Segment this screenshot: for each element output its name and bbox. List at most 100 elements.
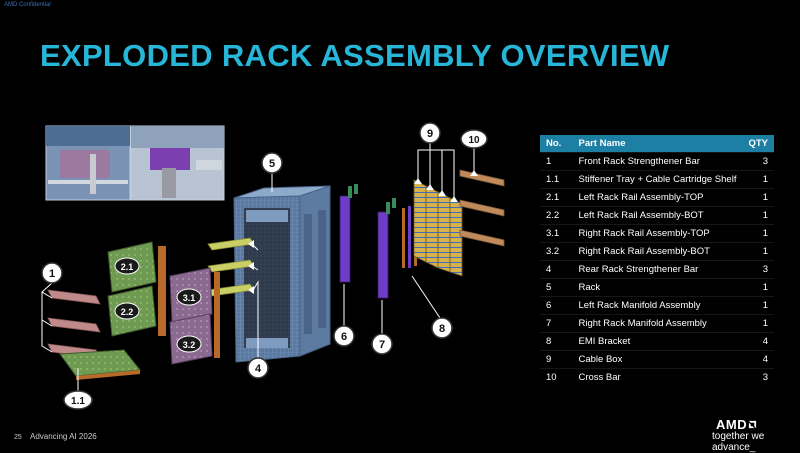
- callout-6: 6: [333, 325, 355, 347]
- svg-text:4: 4: [255, 363, 262, 375]
- amd-arrow-icon: [749, 420, 757, 429]
- callout-2-1: 2.1: [114, 257, 140, 275]
- row-part-name: Cross Bar: [572, 368, 743, 386]
- callout-1: 1: [41, 262, 63, 284]
- callout-8: 8: [431, 317, 453, 339]
- row-part-name: Right Rack Manifold Assembly: [572, 314, 743, 333]
- row-part-name: Rear Rack Strengthener Bar: [572, 260, 743, 279]
- leader-lines: [41, 142, 475, 392]
- row-part-name: Left Rack Rail Assembly-BOT: [572, 206, 743, 225]
- callout-2-2: 2.2: [114, 302, 140, 320]
- cable-boxes: [413, 179, 463, 277]
- tagline: together we advance_: [712, 431, 765, 453]
- amd-logo: AMD: [716, 417, 757, 432]
- callout-3-1: 3.1: [176, 288, 202, 306]
- row-qty: 1: [742, 296, 774, 315]
- row-qty: 3: [742, 368, 774, 386]
- row-no: 10: [540, 368, 573, 386]
- row-part-name: Rack: [572, 278, 743, 297]
- row-no: 8: [540, 332, 573, 351]
- row-qty: 1: [742, 206, 774, 225]
- row-qty: 1: [742, 278, 774, 297]
- row-part-name: Cable Box: [572, 350, 743, 369]
- row-no: 7: [540, 314, 573, 333]
- svg-text:2.2: 2.2: [121, 307, 134, 317]
- front-strengthener-bars: [47, 289, 101, 359]
- stiffener-tray: [59, 349, 141, 380]
- row-qty: 1: [742, 224, 774, 243]
- callout-10: 10: [460, 129, 488, 149]
- svg-text:1: 1: [49, 268, 55, 280]
- inset-detail-images: [45, 125, 225, 201]
- row-part-name: Front Rack Strengthener Bar: [572, 152, 743, 171]
- svg-text:8: 8: [439, 323, 445, 335]
- svg-text:9: 9: [427, 128, 433, 140]
- row-no: 5: [540, 278, 573, 297]
- svg-text:3.2: 3.2: [183, 340, 196, 350]
- callout-9: 9: [419, 122, 441, 144]
- row-no: 6: [540, 296, 573, 315]
- manifolds: [339, 184, 396, 299]
- svg-text:6: 6: [341, 331, 347, 343]
- row-part-name: Right Rack Rail Assembly-BOT: [572, 242, 743, 261]
- row-no: 9: [540, 350, 573, 369]
- row-no: 4: [540, 260, 573, 279]
- svg-text:2.1: 2.1: [121, 262, 134, 272]
- row-part-name: Right Rack Rail Assembly-TOP: [572, 224, 743, 243]
- callout-3-2: 3.2: [176, 335, 202, 353]
- row-part-name: Left Rack Rail Assembly-TOP: [572, 188, 743, 207]
- cross-bars: [459, 169, 505, 247]
- row-qty: 4: [742, 350, 774, 369]
- row-no: 1: [540, 152, 573, 171]
- event-name: Advancing AI 2026: [30, 432, 97, 441]
- row-part-name: Stiffener Tray + Cable Cartridge Shelf: [572, 170, 743, 189]
- row-qty: 3: [742, 260, 774, 279]
- svg-text:7: 7: [379, 339, 385, 351]
- exploded-rack-diagram: 1 1.1 2.1 2.2 3.1 3.2 4 5: [41, 122, 505, 410]
- row-qty: 1: [742, 242, 774, 261]
- column-header-no: No.: [540, 135, 573, 153]
- svg-text:10: 10: [468, 135, 480, 146]
- column-header-qty: QTY: [742, 135, 774, 153]
- leader-arrowheads: [248, 170, 478, 294]
- confidential-label: AMD Confidential: [4, 2, 51, 8]
- page-title: EXPLODED RACK ASSEMBLY OVERVIEW: [40, 38, 670, 73]
- column-header-part-name: Part Name: [572, 135, 743, 153]
- rack-frame: [233, 185, 331, 363]
- left-rail-assemblies: [107, 241, 166, 337]
- row-no: 3.1: [540, 224, 573, 243]
- callout-7: 7: [371, 333, 393, 355]
- page-number: 25: [14, 434, 22, 441]
- row-qty: 1: [742, 314, 774, 333]
- svg-text:5: 5: [269, 158, 275, 170]
- row-qty: 1: [742, 170, 774, 189]
- svg-text:3.1: 3.1: [183, 293, 196, 303]
- callout-1-1: 1.1: [63, 390, 93, 410]
- row-qty: 1: [742, 188, 774, 207]
- row-no: 3.2: [540, 242, 573, 261]
- row-no: 1.1: [540, 170, 573, 189]
- callout-labels: 1 1.1 2.1 2.2 3.1 3.2 4 5: [41, 122, 488, 410]
- svg-text:1.1: 1.1: [71, 396, 85, 407]
- row-no: 2.2: [540, 206, 573, 225]
- row-no: 2.1: [540, 188, 573, 207]
- parts-table-header: No. Part Name QTY: [540, 135, 774, 153]
- row-part-name: Left Rack Manifold Assembly: [572, 296, 743, 315]
- callout-5: 5: [261, 152, 283, 174]
- row-part-name: EMI Bracket: [572, 332, 743, 351]
- amd-logo-text: AMD: [716, 417, 748, 432]
